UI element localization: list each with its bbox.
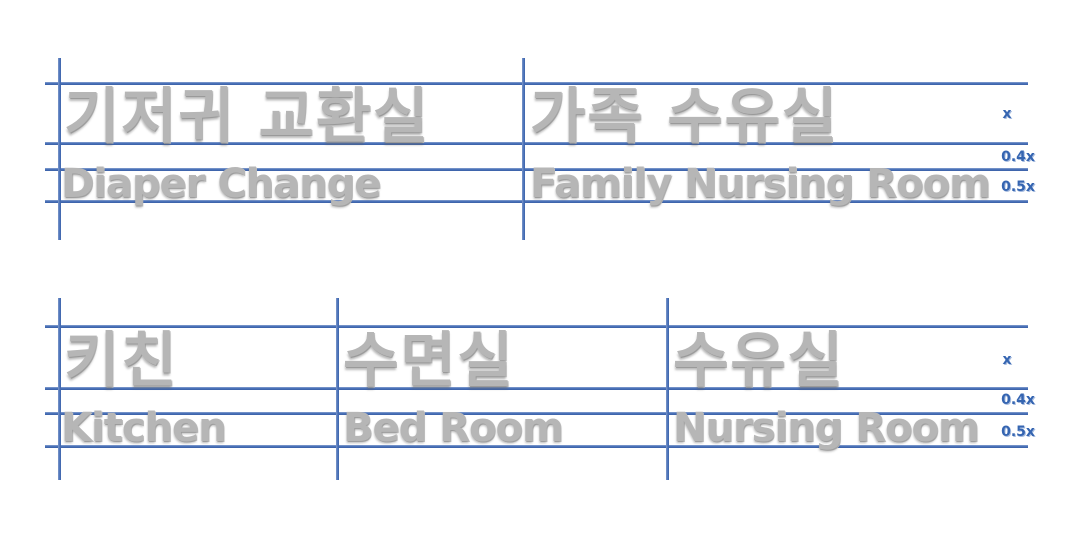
guide-line-korean-cap bbox=[45, 82, 1028, 85]
korean-label: 키친 bbox=[64, 326, 179, 396]
guide-line-vertical-column bbox=[522, 58, 525, 240]
annotation-gap-height: 0.4x bbox=[1001, 392, 1035, 408]
annotation-gap-height: 0.4x bbox=[1001, 149, 1035, 165]
guide-line-korean-baseline bbox=[45, 387, 1028, 390]
english-label: Kitchen bbox=[61, 405, 227, 451]
guide-line-english-cap bbox=[45, 168, 1028, 171]
guide-line-english-baseline bbox=[45, 200, 1028, 203]
korean-label: 가족 수유실 bbox=[530, 82, 839, 152]
guide-line-korean-cap bbox=[45, 325, 1028, 328]
korean-label: 수유실 bbox=[673, 326, 845, 396]
guide-line-vertical-column bbox=[666, 298, 669, 480]
guide-line-english-cap bbox=[45, 412, 1028, 415]
annotation-korean-height: x bbox=[1002, 352, 1012, 368]
annotation-korean-height: x bbox=[1002, 106, 1012, 122]
korean-label: 수면실 bbox=[343, 326, 515, 396]
annotation-english-height: 0.5x bbox=[1001, 424, 1035, 440]
guide-line-vertical-column bbox=[336, 298, 339, 480]
guide-line-vertical-margin bbox=[58, 298, 61, 480]
english-label: Family Nursing Room bbox=[530, 161, 991, 207]
english-label: Bed Room bbox=[343, 405, 564, 451]
english-label: Nursing Room bbox=[673, 405, 980, 451]
guide-line-vertical-margin bbox=[58, 58, 61, 240]
guide-line-korean-baseline bbox=[45, 142, 1028, 145]
korean-label: 기저귀 교환실 bbox=[64, 82, 431, 152]
guide-line-english-baseline bbox=[45, 445, 1028, 448]
english-label: Diaper Change bbox=[61, 161, 381, 207]
annotation-english-height: 0.5x bbox=[1001, 179, 1035, 195]
